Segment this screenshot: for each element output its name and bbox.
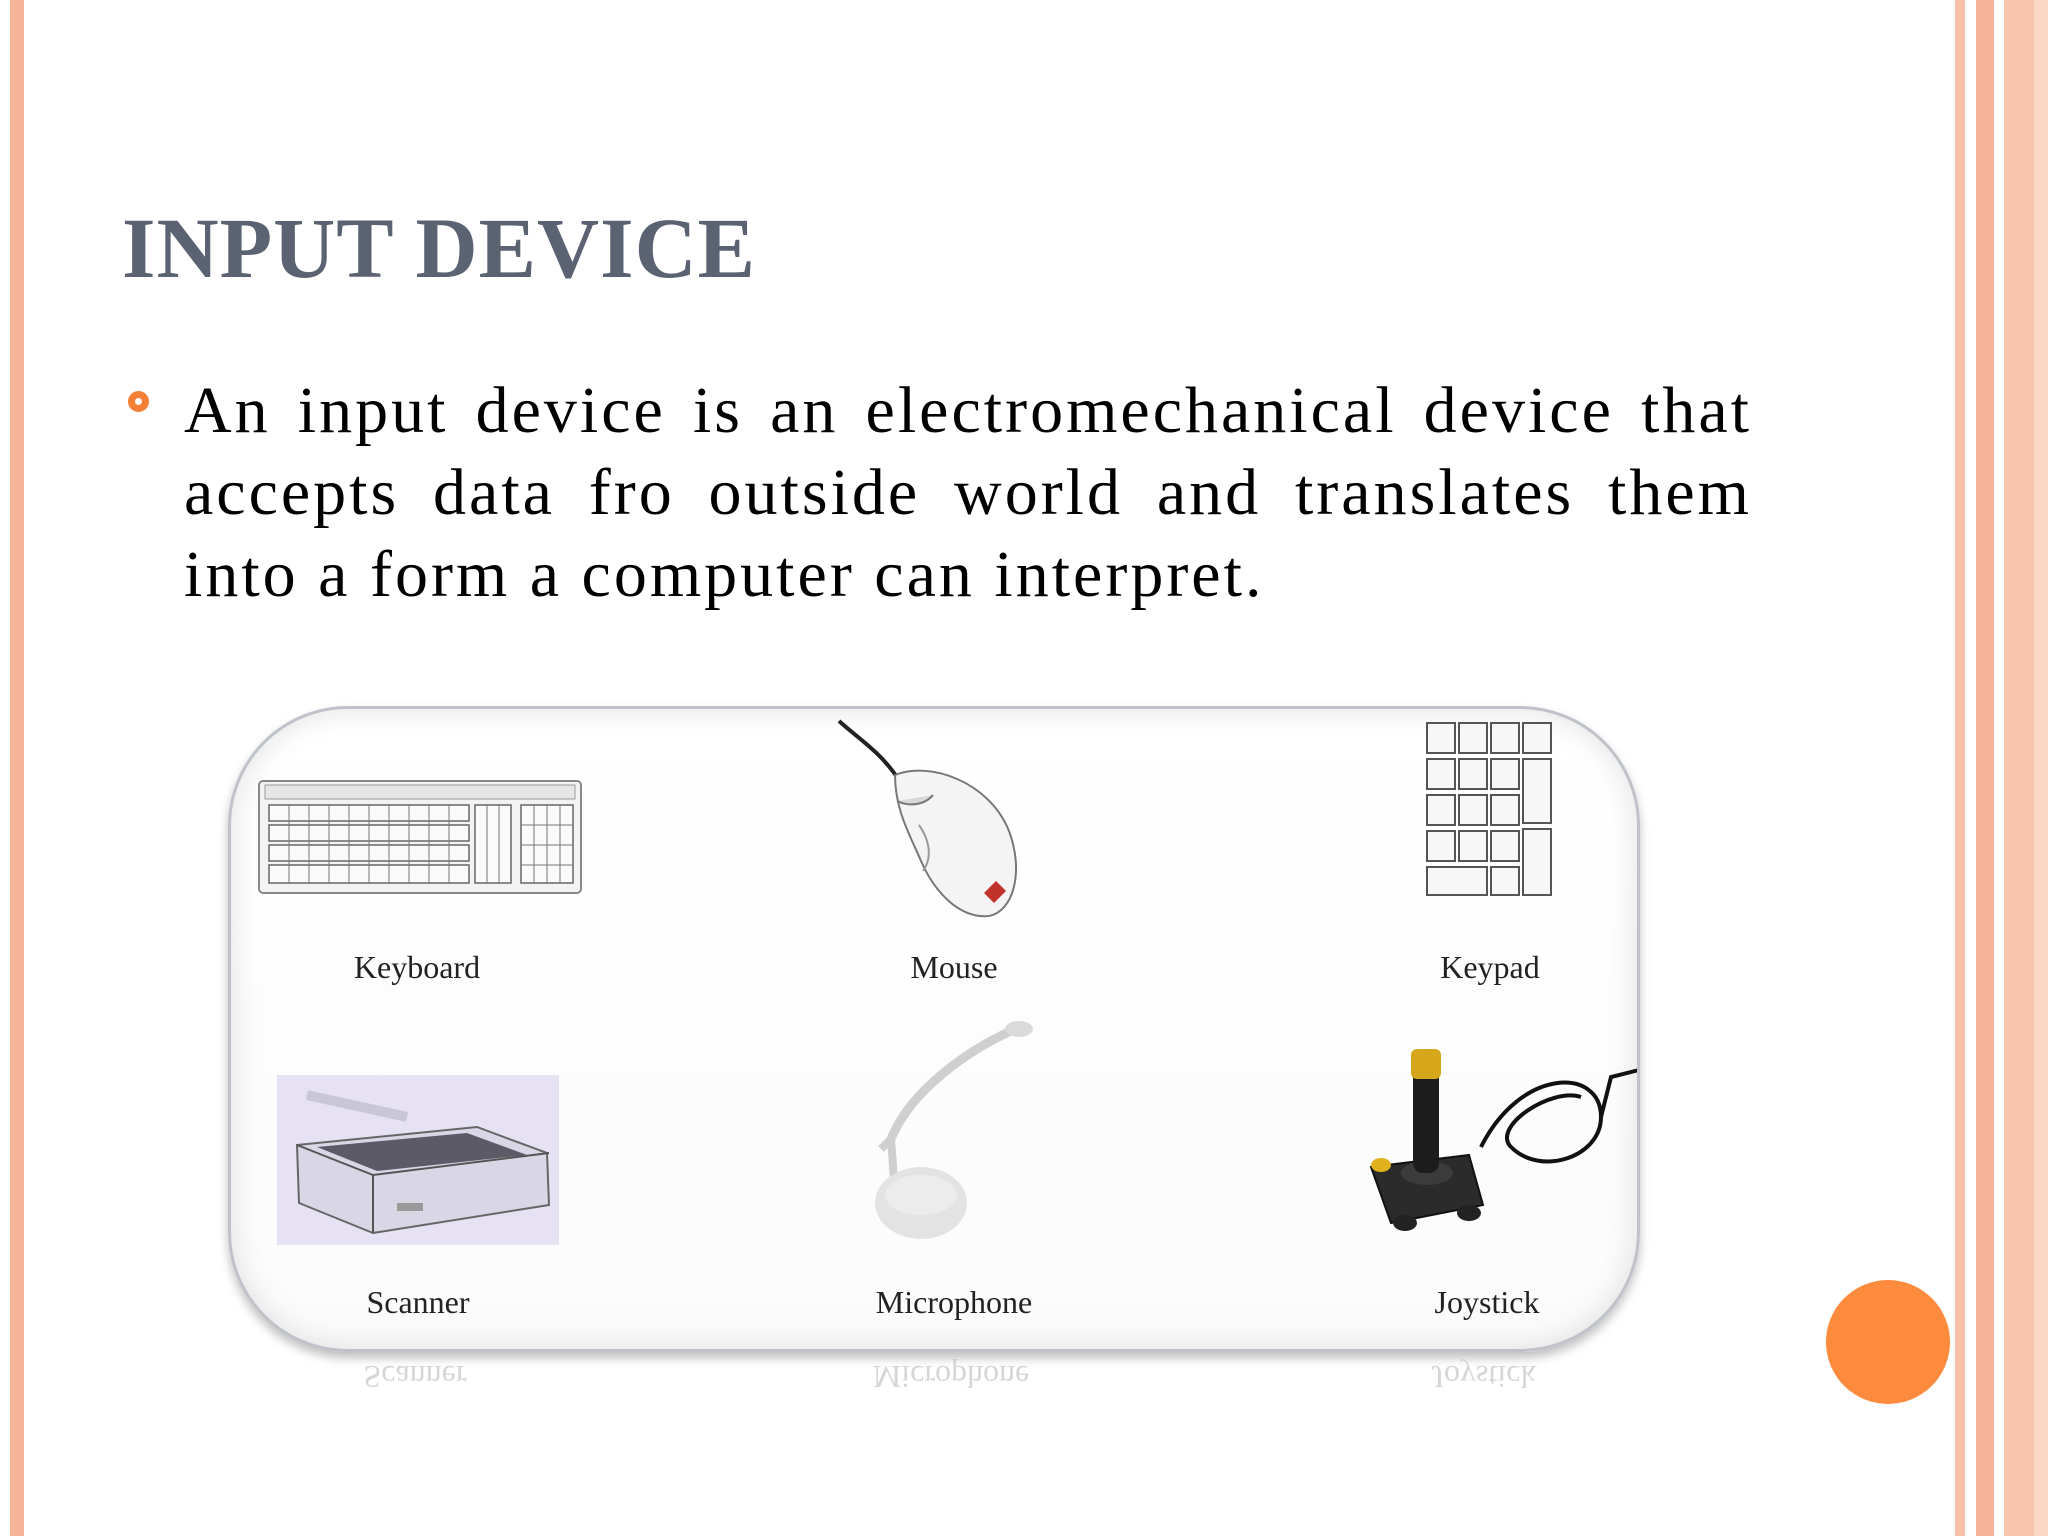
device-label-joystick: Joystick <box>1434 1284 1540 1320</box>
keypad-icon <box>1426 722 1552 896</box>
device-label-keyboard: Keyboard <box>353 949 481 985</box>
device-label-microphone: Microphone <box>875 1284 1033 1320</box>
microphone-icon <box>875 1021 1033 1239</box>
bullet-icon <box>128 391 149 412</box>
left-border-bar <box>10 0 24 1536</box>
reflection-label-microphone: Microphone <box>872 1359 1030 1395</box>
keyboard-icon <box>258 780 582 894</box>
right-border-bar <box>1955 0 1965 1536</box>
devices-image-panel: Keyboard Mouse Keypad Scanner Microphone… <box>228 706 1640 1352</box>
joystick-icon <box>1369 1049 1637 1231</box>
right-border-bar <box>2034 0 2048 1536</box>
devices-illustration <box>258 719 1637 1245</box>
decorative-orange-dot <box>1826 1280 1950 1404</box>
reflection-label-scanner: Scanner <box>363 1359 467 1395</box>
device-label-mouse: Mouse <box>910 949 998 985</box>
device-label-keypad: Keypad <box>1440 949 1540 985</box>
right-border-bar <box>2004 0 2034 1536</box>
right-border-bar <box>1976 0 1994 1536</box>
slide-title: INPUT DEVICE <box>122 200 757 296</box>
bullet-text: An input device is an electromechanical … <box>184 374 1752 611</box>
reflection-label-joystick: Joystick <box>1431 1359 1537 1395</box>
panel-reflection: Scanner Microphone Joystick <box>228 1348 1634 1518</box>
scanner-icon <box>277 1075 559 1245</box>
device-label-scanner: Scanner <box>366 1284 470 1320</box>
mouse-icon <box>837 719 1017 918</box>
